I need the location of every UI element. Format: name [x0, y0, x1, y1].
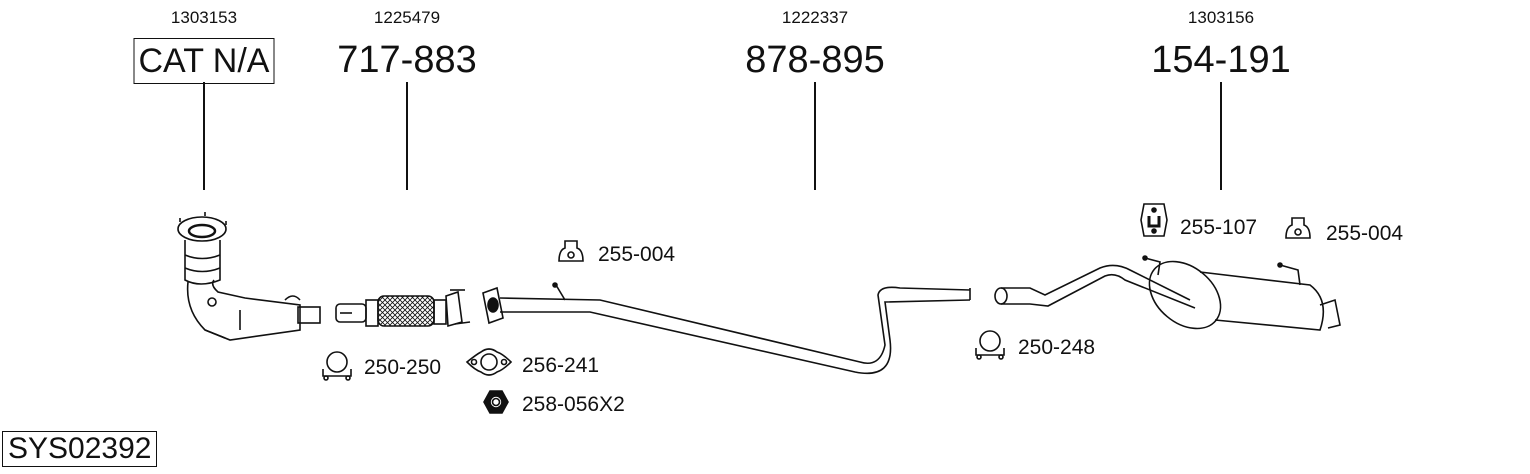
part-code-catalyst[interactable]: CAT N/A	[133, 38, 275, 84]
rubber-hanger-icon[interactable]	[1285, 217, 1311, 239]
accessory-label[interactable]: 250-248	[1018, 336, 1096, 359]
accessory-label[interactable]: 255-004	[1326, 222, 1404, 245]
part-code-rear-silencer[interactable]: 154-191	[1151, 39, 1291, 81]
part-ref-4: 1303156	[1187, 8, 1255, 27]
clamp-icon[interactable]	[322, 351, 352, 381]
part-ref-3: 1222337	[781, 8, 849, 27]
accessory-label[interactable]: 256-241	[522, 354, 600, 377]
clamp-icon[interactable]	[975, 330, 1005, 360]
system-id: SYS02392	[2, 431, 158, 467]
accessory-label[interactable]: 255-107	[1180, 216, 1258, 239]
gasket-icon[interactable]	[465, 348, 513, 376]
part-code-middle-pipe[interactable]: 878-895	[745, 39, 885, 81]
catalyst-drawing[interactable]	[177, 212, 321, 341]
rubber-hanger-icon[interactable]	[558, 240, 584, 262]
part-ref-2: 1225479	[373, 8, 441, 27]
rear-silencer-drawing[interactable]	[994, 248, 1341, 342]
middle-pipe-drawing[interactable]	[482, 282, 971, 374]
part-code-front-pipe[interactable]: 717-883	[337, 39, 477, 81]
front-pipe-drawing[interactable]	[335, 289, 471, 328]
accessory-label[interactable]: 258-056X2	[522, 393, 625, 416]
nut-icon[interactable]	[483, 390, 509, 414]
part-ref-1: 1303153	[170, 8, 238, 27]
accessory-label[interactable]: 255-004	[598, 243, 676, 266]
accessory-label[interactable]: 250-250	[364, 356, 442, 379]
rubber-mount-icon[interactable]	[1140, 203, 1168, 237]
